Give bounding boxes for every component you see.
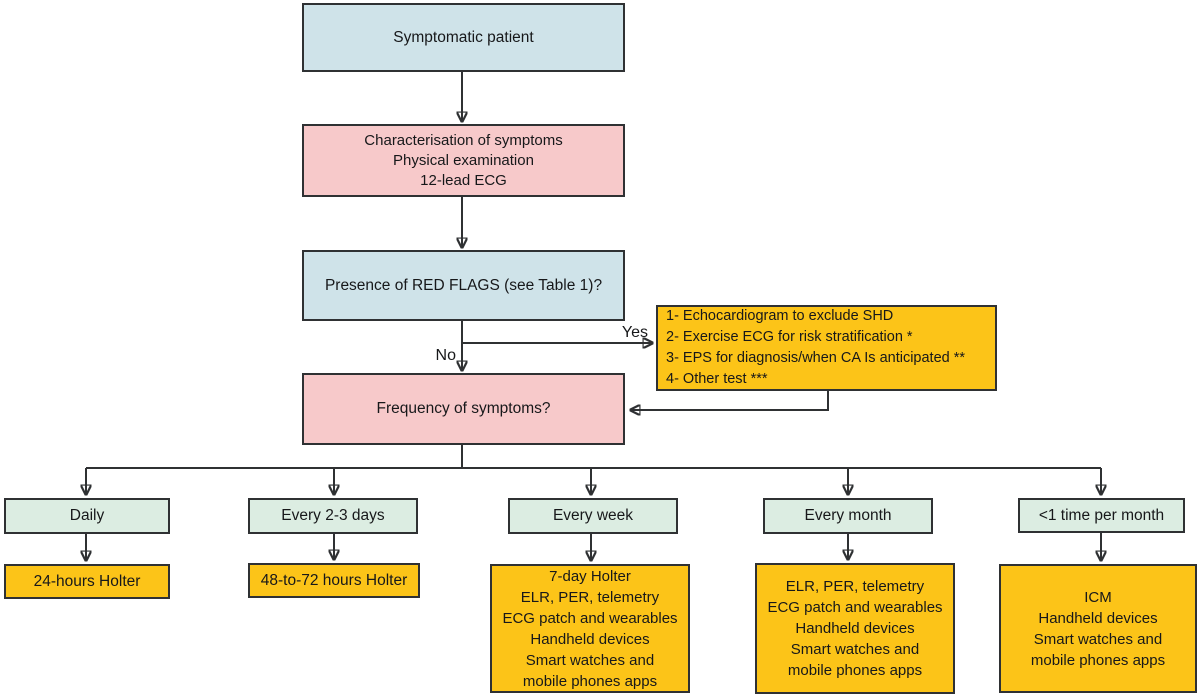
node-red-flags-question: Presence of RED FLAGS (see Table 1)? xyxy=(302,250,625,321)
node-characterisation: Characterisation of symptoms Physical ex… xyxy=(302,124,625,197)
node-frequency-every-2-3-days: Every 2-3 days xyxy=(248,498,418,534)
node-result-every-month: ELR, PER, telemetry ECG patch and wearab… xyxy=(755,563,955,694)
node-result-daily: 24-hours Holter xyxy=(4,564,170,599)
node-red-flags-workup: 1- Echocardiogram to exclude SHD 2- Exer… xyxy=(656,305,997,391)
node-frequency-question: Frequency of symptoms? xyxy=(302,373,625,445)
node-result-every-2-3-days: 48-to-72 hours Holter xyxy=(248,563,420,598)
node-result-lt1-per-month: ICM Handheld devices Smart watches and m… xyxy=(999,564,1197,693)
edge-label-no: No xyxy=(435,347,456,364)
edge-workup-to-frequency xyxy=(630,391,829,410)
node-result-every-week: 7-day Holter ELR, PER, telemetry ECG pat… xyxy=(490,564,690,693)
node-frequency-lt1-per-month: <1 time per month xyxy=(1018,498,1185,533)
edge-label-yes: Yes xyxy=(621,324,648,341)
node-frequency-daily: Daily xyxy=(4,498,170,534)
node-symptomatic-patient: Symptomatic patient xyxy=(302,3,625,72)
node-frequency-every-month: Every month xyxy=(763,498,933,534)
node-frequency-every-week: Every week xyxy=(508,498,678,534)
